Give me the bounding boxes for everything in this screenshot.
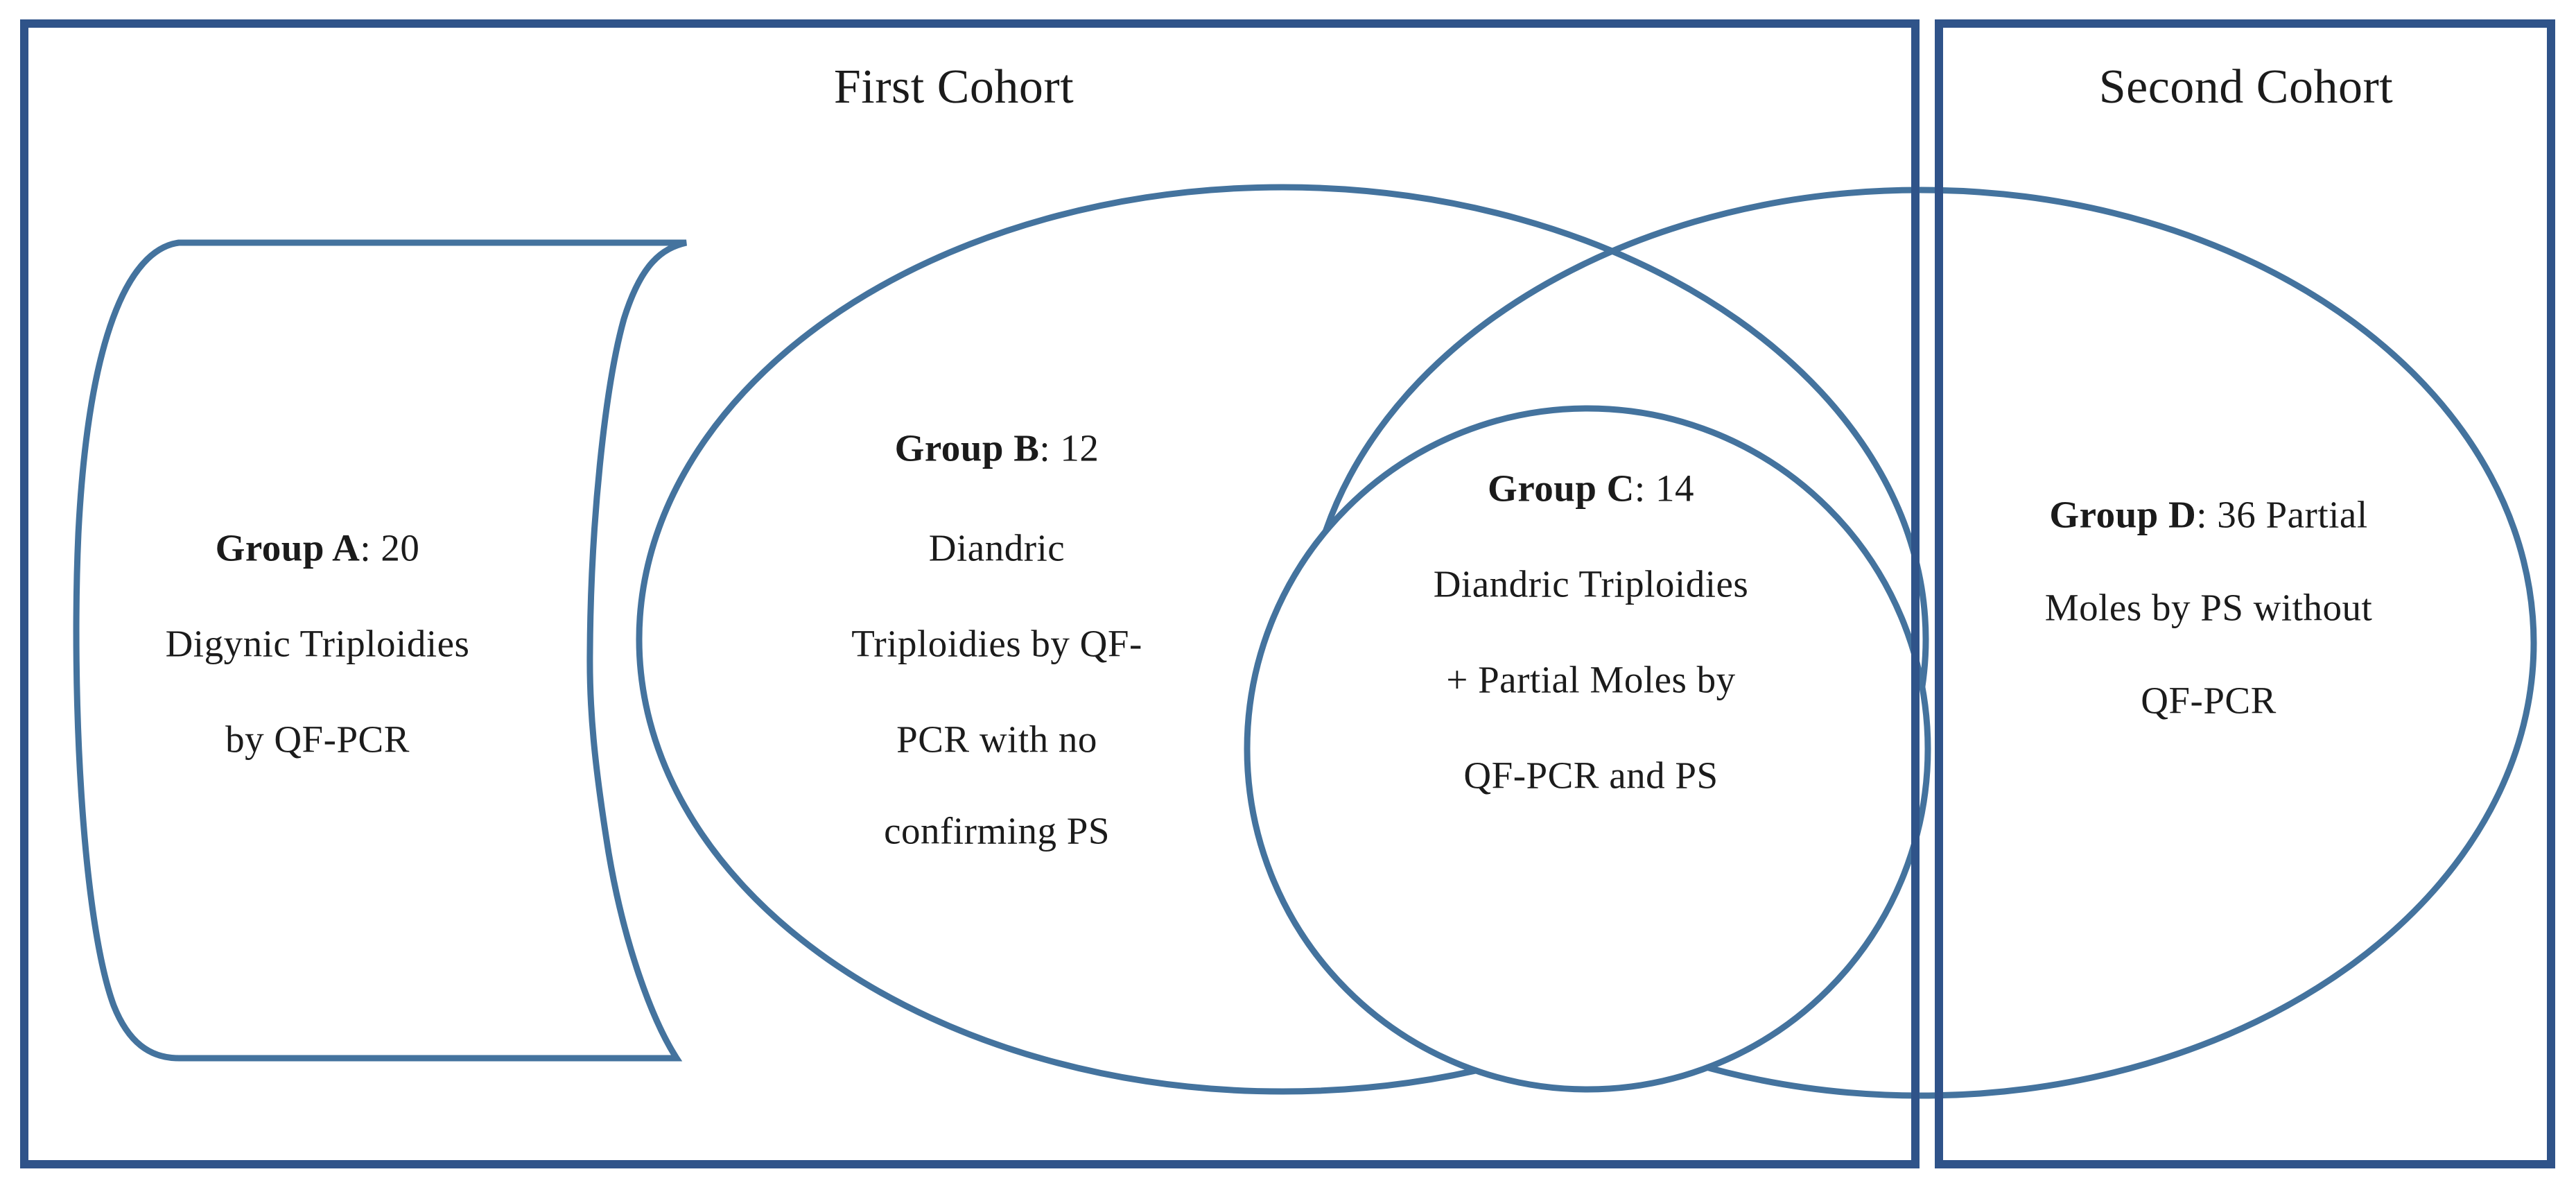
first-cohort-title: First Cohort [833, 60, 1074, 114]
first-cohort-box [20, 19, 1920, 1168]
group-a-line: Digynic Triploidies [165, 622, 470, 665]
group-b-line: Diandric [928, 526, 1065, 569]
group-c-count: : 14 [1634, 467, 1694, 510]
group-d-line: Moles by PS without [2044, 586, 2373, 629]
group-d-name: Group D [2049, 493, 2197, 536]
group-d-count: : 36 Partial [2196, 493, 2368, 536]
group-a-line: by QF-PCR [225, 718, 410, 761]
group-c-heading: Group C: 14 [1488, 469, 1694, 508]
group-b-heading: Group B: 12 [895, 429, 1099, 467]
second-cohort-box [1935, 19, 2555, 1168]
group-c-line: + Partial Moles by [1446, 658, 1736, 701]
group-b-line: Triploidies by QF- [851, 622, 1142, 665]
group-b-line: confirming PS [884, 809, 1110, 852]
group-c-line: Diandric Triploidies [1433, 562, 1749, 605]
group-d-heading: Group D: 36 Partial [2049, 496, 2367, 534]
group-b-ellipse [636, 184, 1929, 1095]
group-b-count: : 12 [1039, 426, 1099, 469]
group-a-count: : 20 [360, 526, 420, 569]
group-a-name: Group A [215, 526, 360, 569]
group-a-heading: Group A: 20 [216, 529, 420, 567]
group-c-line: QF-PCR and PS [1463, 754, 1718, 797]
group-a-flag-shape [73, 239, 688, 1062]
group-d-line: QF-PCR [2141, 679, 2277, 722]
second-cohort-title: Second Cohort [2098, 60, 2394, 114]
group-b-name: Group B [894, 426, 1040, 469]
group-c-name: Group C [1488, 467, 1635, 510]
group-c-circle [1244, 405, 1931, 1093]
group-b-line: PCR with no [896, 718, 1097, 761]
